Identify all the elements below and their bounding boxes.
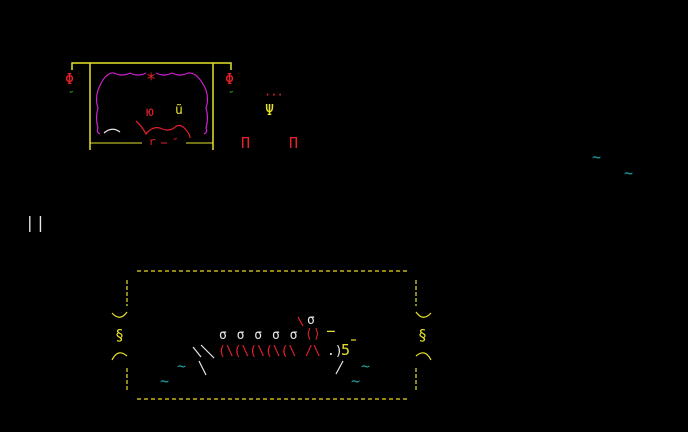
- phi-glyph-left: Φ: [65, 70, 75, 88]
- shrine-bottom-glyph-1: ｒ: [147, 135, 158, 148]
- star-glyph: *: [146, 70, 157, 90]
- water-wave-1: ~: [592, 148, 602, 166]
- quote-glyph-left: ″: [68, 89, 75, 102]
- bracket-x-glyph: /\: [305, 344, 321, 359]
- worm-row: (\(\(\(\(\: [218, 344, 297, 359]
- pillar-glyph: ||: [25, 213, 47, 232]
- courtyard-wave-3: ~: [361, 357, 371, 375]
- section-glyph-left: §: [115, 326, 125, 344]
- phi-glyph-right: Φ: [225, 70, 235, 88]
- shrine-glyph-right: ũ: [175, 103, 183, 118]
- arrow-bracket-glyph: ⟨⟩: [305, 327, 321, 342]
- courtyard-wave-4: ~: [351, 372, 361, 390]
- psi-glyph: Ψ: [265, 101, 275, 119]
- sigma-row: σ σ σ σ σ: [219, 328, 299, 343]
- quote-glyph-right: ″: [228, 89, 235, 102]
- section-glyph-right: §: [418, 326, 428, 344]
- shrine-glyph-left: ю: [146, 105, 154, 120]
- pi-glyph-1: Π: [241, 134, 251, 152]
- five-glyph: 5: [341, 341, 351, 359]
- dash-glyph: ‾: [327, 330, 335, 345]
- water-wave-2: ~: [624, 164, 634, 182]
- courtyard-wave-2: ~: [160, 372, 170, 390]
- sigma-top-glyph: σ: [307, 313, 315, 328]
- dots-glyph: ···: [264, 88, 284, 102]
- dot-paren-glyph: .): [327, 344, 343, 359]
- shrine-bottom-glyph-2: ″: [172, 136, 179, 149]
- courtyard-wave-1: ~: [177, 357, 187, 375]
- pi-glyph-2: Π: [289, 134, 299, 152]
